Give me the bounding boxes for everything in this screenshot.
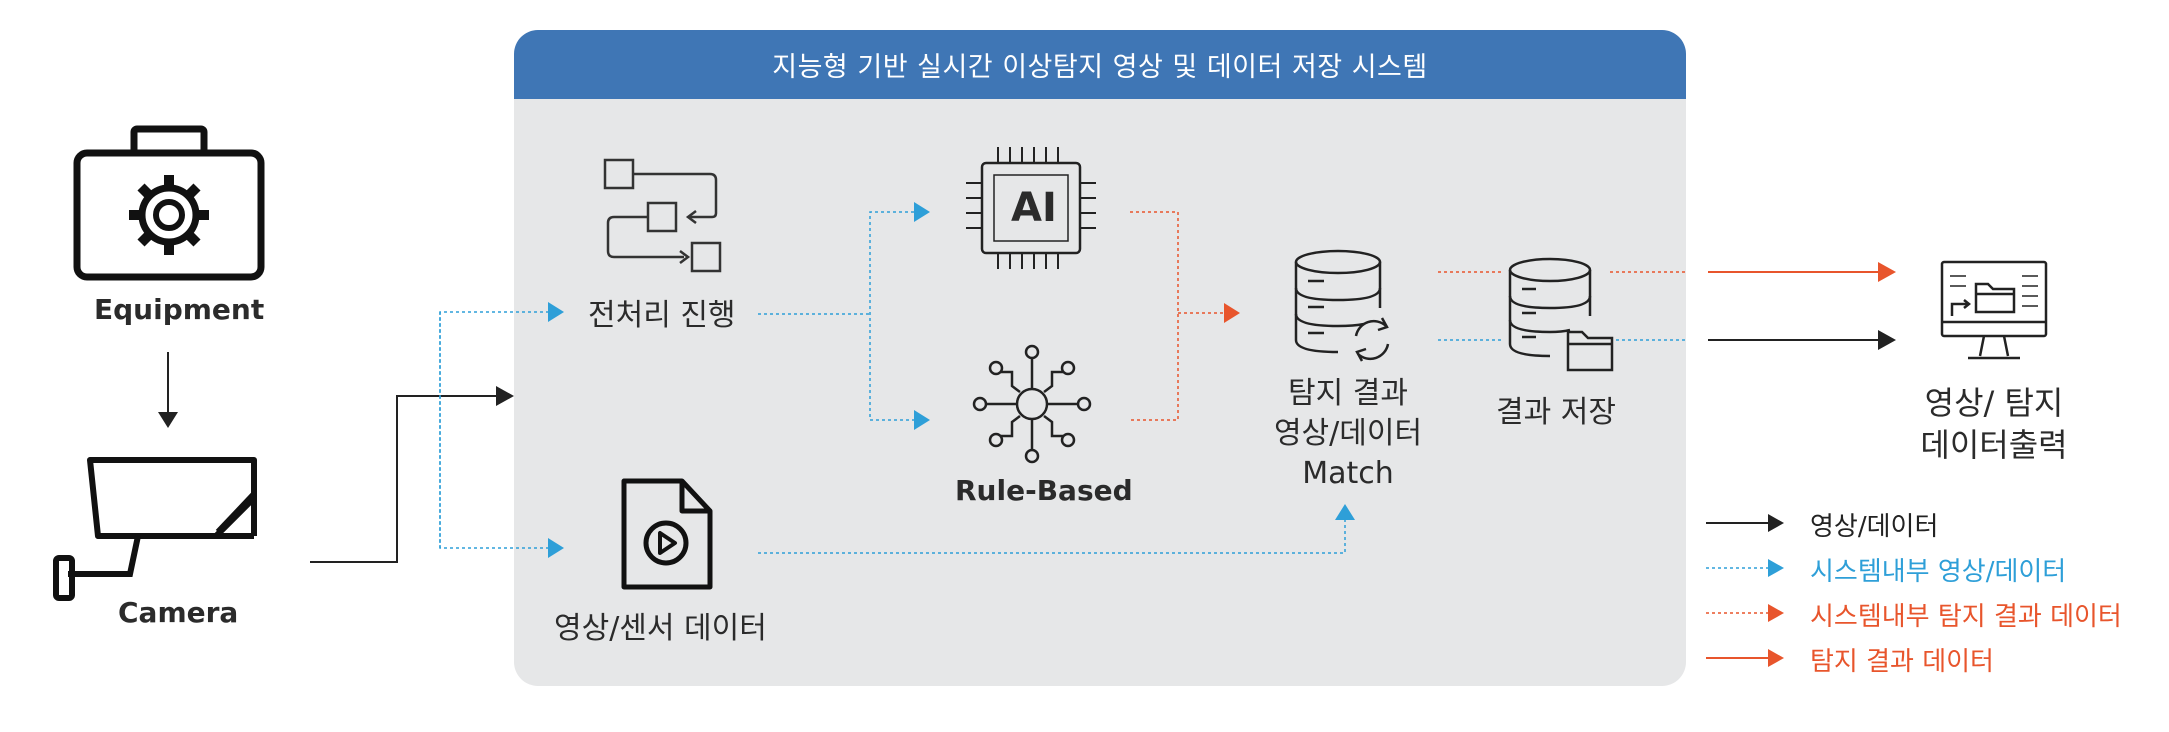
database-sync-icon	[1294, 249, 1390, 362]
sensor-to-match-line	[758, 520, 1346, 554]
branch-to-sensor-line	[439, 312, 548, 549]
to-match-arrow	[1224, 303, 1240, 323]
legend-arrow-3	[1768, 604, 1784, 622]
rule-based-label: Rule-Based	[955, 474, 1133, 507]
sensor-data-label: 영상/센서 데이터	[554, 611, 767, 646]
legend-arrow-1	[1768, 514, 1784, 532]
match-label-line2: 영상/데이터	[1273, 416, 1423, 451]
output-label: 영상/ 탐지 데이터출력	[1904, 382, 2084, 466]
database-folder-icon	[1508, 257, 1614, 372]
branch-to-preprocess-line	[439, 311, 548, 548]
video-file-icon	[621, 478, 713, 590]
legend-arrow-2	[1768, 559, 1784, 577]
camera-label: Camera	[118, 596, 239, 629]
split-ai-rule-line	[869, 211, 915, 421]
legend-item-1: 영상/데이터	[1810, 512, 1939, 542]
equipment-label: Equipment	[94, 293, 265, 326]
legend-arrow-4	[1768, 649, 1784, 667]
to-rule-arrow	[914, 410, 930, 430]
output-label-line1: 영상/ 탐지	[1924, 384, 2064, 422]
output-orange-arrow	[1878, 262, 1896, 282]
camera-to-panel-arrow	[496, 386, 514, 406]
match-label-line1: 탐지 결과	[1288, 376, 1408, 411]
ai-chip-label: AI	[1011, 185, 1057, 231]
panel-title: 지능형 기반 실시간 이상탐지 영상 및 데이터 저장 시스템	[514, 30, 1686, 99]
legend-item-4: 탐지 결과 데이터	[1810, 647, 1994, 677]
output-label-line2: 데이터출력	[1920, 426, 2068, 464]
output-black-arrow	[1878, 330, 1896, 350]
sensor-to-match-arrow	[1335, 504, 1355, 520]
rule-network-icon	[972, 344, 1092, 464]
legend-item-2: 시스템내부 영상/데이터	[1810, 557, 2067, 587]
flowchart-icon	[603, 158, 722, 273]
ai-to-match-line	[1130, 211, 1179, 421]
security-camera-icon	[53, 457, 257, 601]
sensor-in-arrow	[548, 538, 564, 558]
preprocess-label: 전처리 진행	[588, 298, 736, 333]
equipment-to-camera-arrow	[158, 412, 178, 428]
camera-to-panel-line	[310, 395, 498, 563]
ai-chip-icon	[966, 147, 1096, 269]
match-label-line3: Match	[1302, 456, 1394, 491]
match-label: 탐지 결과 영상/데이터 Match	[1260, 374, 1436, 494]
equipment-case-gear-icon	[73, 125, 265, 281]
store-label: 결과 저장	[1496, 395, 1616, 430]
to-ai-arrow	[914, 202, 930, 222]
preprocess-in-arrow	[548, 302, 564, 322]
legend-item-3: 시스템내부 탐지 결과 데이터	[1810, 602, 2122, 632]
monitor-folder-icon	[1940, 260, 2048, 360]
